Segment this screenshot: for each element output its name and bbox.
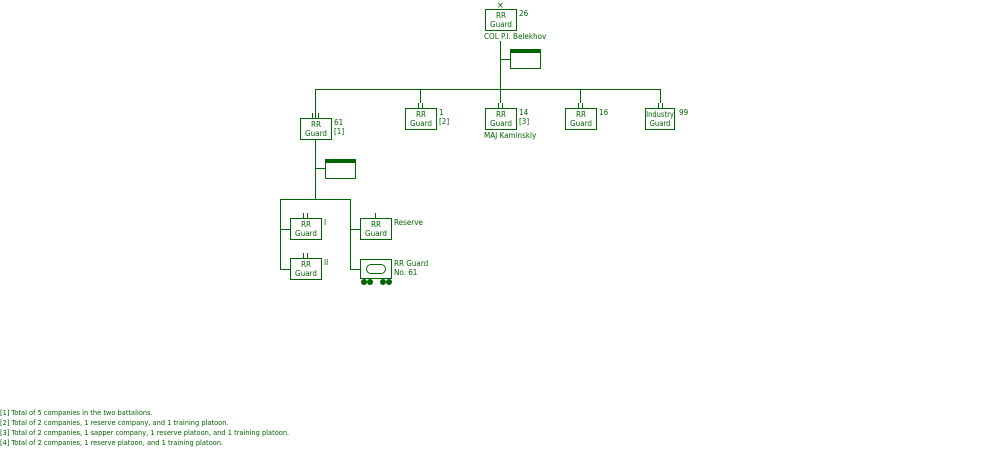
unit-14-note: [3] bbox=[519, 117, 530, 126]
wheel-icon bbox=[367, 279, 373, 285]
drop-14 bbox=[500, 89, 501, 103]
wheel-icon bbox=[361, 279, 367, 285]
unit-1-number: 1 bbox=[439, 108, 444, 117]
bn-II-line2: Guard bbox=[295, 269, 317, 278]
size-tick bbox=[422, 103, 423, 108]
size-tick bbox=[315, 113, 316, 118]
r61-left-vert bbox=[280, 199, 281, 269]
footnote-3: [3] Total of 2 companies, 1 sapper compa… bbox=[0, 428, 290, 437]
unit-61-line1: RR bbox=[311, 120, 321, 129]
unit-16-line2: Guard bbox=[570, 119, 592, 128]
unit-61-note: [1] bbox=[334, 127, 345, 136]
unit-61-command-flag bbox=[325, 159, 356, 179]
reserve-label: Reserve bbox=[394, 218, 423, 227]
size-tick bbox=[418, 103, 419, 108]
bn-II-line1: RR bbox=[301, 260, 311, 269]
train-label-1: RR Guard bbox=[394, 259, 429, 268]
wheel-icon bbox=[380, 279, 386, 285]
size-tick bbox=[303, 253, 304, 258]
armored-train-symbol bbox=[360, 259, 392, 279]
train-oval bbox=[366, 264, 386, 274]
size-tick bbox=[307, 213, 308, 218]
size-tick bbox=[662, 103, 663, 108]
footnote-2: [2] Total of 2 companies, 1 reserve comp… bbox=[0, 418, 229, 427]
hq-stem bbox=[500, 41, 501, 89]
size-tick bbox=[312, 113, 313, 118]
size-tick bbox=[502, 103, 503, 108]
unit-99-box: Industry Guard bbox=[645, 108, 675, 130]
unit-1-note: [2] bbox=[439, 117, 450, 126]
wheel-icon bbox=[386, 279, 392, 285]
size-tick bbox=[303, 213, 304, 218]
unit-1-line2: Guard bbox=[410, 119, 432, 128]
footnote-4: [4] Total of 2 companies, 1 reserve plat… bbox=[0, 438, 224, 447]
r61-to-bn2 bbox=[280, 269, 290, 270]
bn-I-box: RR Guard bbox=[290, 218, 322, 240]
size-tick bbox=[498, 103, 499, 108]
unit-14-commander: MAJ Kaminskiy bbox=[484, 131, 537, 140]
size-tick bbox=[658, 103, 659, 108]
r61-bus bbox=[280, 199, 350, 200]
unit-14-number: 14 bbox=[519, 108, 529, 117]
drop-16 bbox=[580, 89, 581, 103]
bn-I-line1: RR bbox=[301, 220, 311, 229]
unit-14-line1: RR bbox=[496, 110, 506, 119]
r61-stem bbox=[315, 140, 316, 199]
hq-line2: Guard bbox=[490, 20, 512, 29]
hq-command-flag bbox=[510, 49, 541, 69]
r61-to-bn1 bbox=[280, 229, 290, 230]
r61-to-reserve bbox=[350, 229, 360, 230]
size-tick bbox=[582, 103, 583, 108]
hq-line1: RR bbox=[496, 11, 506, 20]
unit-61-number: 61 bbox=[334, 118, 344, 127]
bn-I-label: I bbox=[324, 218, 327, 227]
unit-61-line2: Guard bbox=[305, 129, 327, 138]
unit-16-line1: RR bbox=[576, 110, 586, 119]
size-tick bbox=[375, 213, 376, 218]
bn-II-label: II bbox=[324, 258, 329, 267]
unit-1-box: RR Guard bbox=[405, 108, 437, 130]
reserve-box: RR Guard bbox=[360, 218, 392, 240]
hq-number: 26 bbox=[519, 9, 529, 18]
hq-to-cmd bbox=[500, 59, 510, 60]
hq-commander: COL P.I. Belekhov bbox=[484, 32, 547, 41]
unit-16-box: RR Guard bbox=[565, 108, 597, 130]
size-tick bbox=[307, 253, 308, 258]
r61-to-cmd bbox=[315, 168, 325, 169]
r61-right-vert bbox=[350, 199, 351, 269]
unit-99-line2: Guard bbox=[649, 119, 671, 128]
unit-61-box: RR Guard bbox=[300, 118, 332, 140]
unit-16-number: 16 bbox=[599, 108, 609, 117]
reserve-line1: RR bbox=[371, 220, 381, 229]
r61-to-train bbox=[350, 269, 360, 270]
footnotes: [1] Total of 5 companies in the two batt… bbox=[0, 408, 289, 448]
bn-I-line2: Guard bbox=[295, 229, 317, 238]
drop-1 bbox=[420, 89, 421, 103]
size-tick bbox=[318, 113, 319, 118]
unit-1-line1: RR bbox=[416, 110, 426, 119]
bn-II-box: RR Guard bbox=[290, 258, 322, 280]
footnote-1: [1] Total of 5 companies in the two batt… bbox=[0, 408, 153, 417]
unit-99-line1: Industry bbox=[646, 110, 674, 119]
unit-14-line2: Guard bbox=[490, 119, 512, 128]
hq-size-mark: × bbox=[497, 1, 504, 11]
unit-99-number: 99 bbox=[679, 108, 689, 117]
size-tick bbox=[578, 103, 579, 108]
reserve-line2: Guard bbox=[365, 229, 387, 238]
top-bus bbox=[315, 89, 660, 90]
drop-61 bbox=[315, 89, 316, 113]
train-label-2: No. 61 bbox=[394, 268, 418, 277]
unit-14-box: RR Guard bbox=[485, 108, 517, 130]
hq-unit-box: RR Guard bbox=[485, 9, 517, 31]
drop-99 bbox=[660, 89, 661, 103]
